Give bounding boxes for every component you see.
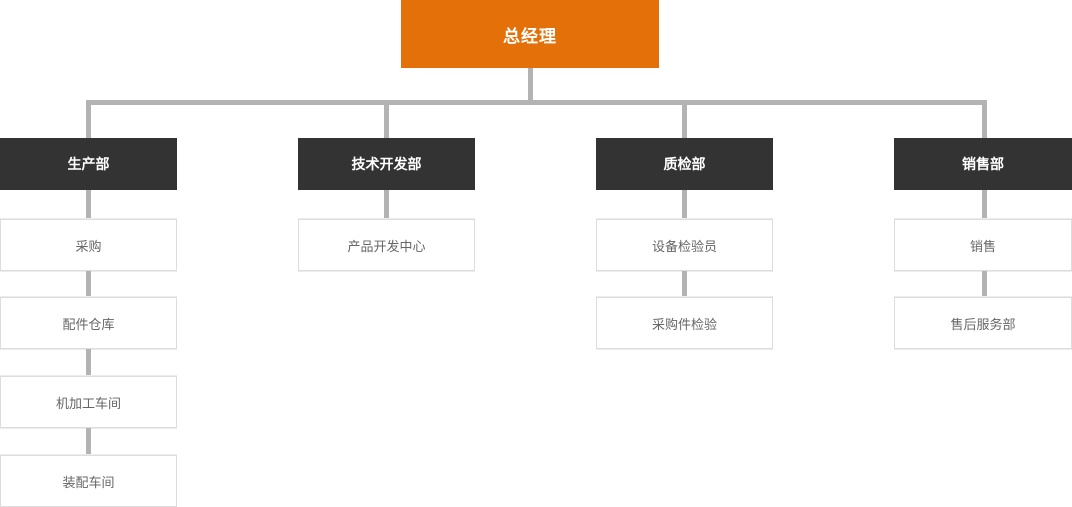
- connector-sales-to-child-1: [982, 190, 987, 220]
- connector-sales-to-child-2: [982, 271, 987, 298]
- node-sales-child-after-sales-service[interactable]: 售后服务部: [894, 297, 1072, 349]
- node-root-general-manager[interactable]: 总经理: [401, 0, 659, 68]
- connector-qc-to-child-2: [682, 271, 687, 298]
- node-tech-child-product-development-center[interactable]: 产品开发中心: [298, 219, 475, 271]
- connector-qc-to-child-1: [682, 190, 687, 220]
- connector-tech-to-child-1: [384, 190, 389, 220]
- node-sales-child-sales[interactable]: 销售: [894, 219, 1072, 271]
- node-production-child-assembly-workshop[interactable]: 装配车间: [0, 455, 177, 507]
- node-department-production[interactable]: 生产部: [0, 138, 177, 190]
- node-department-quality-control[interactable]: 质检部: [596, 138, 773, 190]
- connector-production-to-child-1: [86, 190, 91, 220]
- connector-drop-production: [86, 100, 91, 140]
- node-qc-child-equipment-inspector[interactable]: 设备检验员: [596, 219, 773, 271]
- connector-drop-sales: [982, 100, 987, 140]
- connector-drop-qc: [682, 100, 687, 140]
- connector-horizontal-bus: [86, 100, 987, 105]
- node-qc-child-purchased-parts-inspection[interactable]: 采购件检验: [596, 297, 773, 349]
- node-department-technical-development[interactable]: 技术开发部: [298, 138, 475, 190]
- node-production-child-machining-workshop[interactable]: 机加工车间: [0, 376, 177, 428]
- connector-production-to-child-2: [86, 271, 91, 298]
- node-production-child-procurement[interactable]: 采购: [0, 219, 177, 271]
- connector-root-stem: [528, 68, 533, 104]
- connector-production-to-child-3: [86, 349, 91, 377]
- connector-production-to-child-4: [86, 428, 91, 456]
- node-production-child-parts-warehouse[interactable]: 配件仓库: [0, 297, 177, 349]
- connector-drop-tech: [384, 100, 389, 140]
- node-department-sales[interactable]: 销售部: [894, 138, 1072, 190]
